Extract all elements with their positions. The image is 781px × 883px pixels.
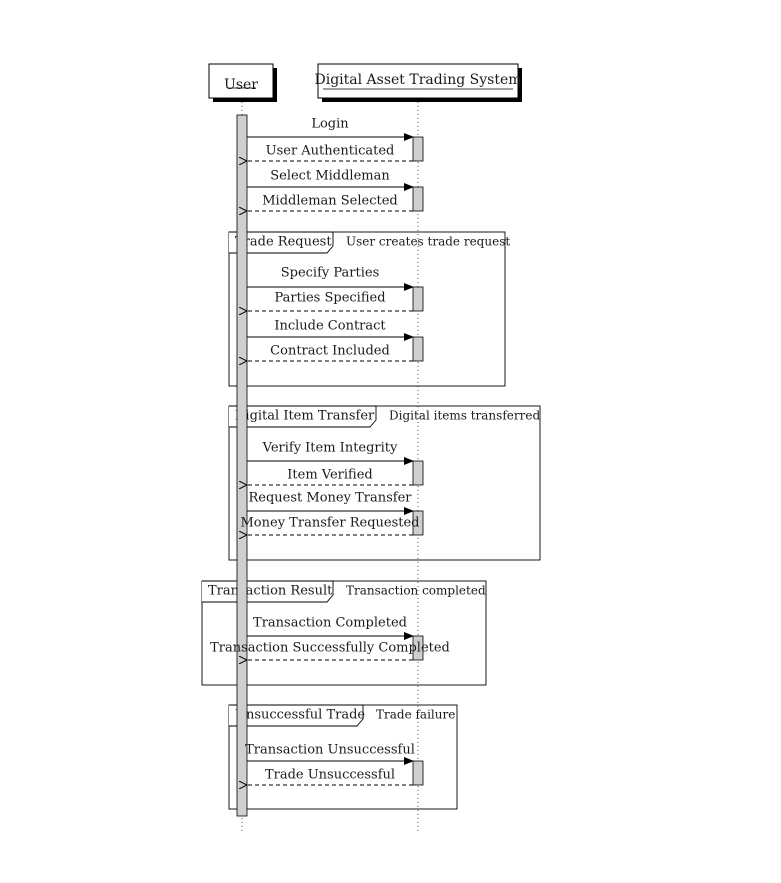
message-trade-unsuccessful: Trade Unsuccessful	[247, 768, 413, 786]
message-request-money-transfer-label: Request Money Transfer	[249, 491, 413, 506]
fragment-digital-item-transfer-title: Digital Item Transfer	[235, 409, 375, 424]
message-contract-included-label: Contract Included	[270, 344, 390, 359]
participant-user-label: User	[224, 77, 258, 93]
message-specify-parties: Specify Parties	[247, 266, 414, 291]
message-user-authenticated-label: User Authenticated	[266, 144, 395, 159]
message-select-middleman: Select Middleman	[247, 169, 414, 191]
system-activation-bar	[412, 336, 424, 362]
message-verify-item-integrity-label: Verify Item Integrity	[262, 441, 398, 456]
system-activation-bar	[412, 186, 424, 212]
message-login: Login	[247, 117, 414, 141]
message-user-authenticated: User Authenticated	[247, 144, 413, 162]
fragment-transaction-result-note: Transaction completed	[346, 584, 486, 598]
fragment-unsuccessful-trade: Unsuccessful Trade Trade failure	[228, 704, 458, 810]
message-middleman-selected-label: Middleman Selected	[262, 194, 398, 209]
message-middleman-selected: Middleman Selected	[247, 194, 413, 212]
participant-user: User	[208, 63, 277, 102]
message-money-transfer-requested: Money Transfer Requested	[241, 516, 420, 536]
system-activation-bar	[412, 286, 424, 312]
fragment-unsuccessful-trade-note: Trade failure	[376, 708, 455, 722]
fragment-digital-item-transfer: Digital Item Transfer Digital items tran…	[228, 405, 541, 561]
user-activation-bar	[236, 114, 248, 817]
participant-system-label: Digital Asset Trading System	[315, 72, 522, 88]
message-transaction-completed: Transaction Completed	[247, 616, 414, 640]
message-contract-included: Contract Included	[247, 344, 413, 362]
message-include-contract: Include Contract	[247, 319, 414, 341]
system-activation-bar	[412, 510, 424, 536]
message-transaction-unsuccessful: Transaction Unsuccessful	[245, 743, 415, 765]
system-activation-bar	[412, 635, 424, 661]
message-transaction-successfully-completed-label: Transaction Successfully Completed	[210, 641, 450, 656]
message-trade-unsuccessful-label: Trade Unsuccessful	[265, 768, 395, 783]
message-login-label: Login	[311, 117, 349, 132]
message-parties-specified: Parties Specified	[247, 291, 413, 312]
message-item-verified-label: Item Verified	[287, 468, 372, 483]
message-include-contract-label: Include Contract	[274, 319, 386, 334]
fragment-trade-request: Trade Request User creates trade request	[228, 231, 510, 387]
message-verify-item-integrity: Verify Item Integrity	[247, 441, 414, 465]
fragment-transaction-result-title: Transaction Result	[208, 584, 333, 599]
system-activation-bar	[412, 136, 424, 162]
fragment-trade-request-title: Trade Request	[235, 235, 332, 250]
message-parties-specified-label: Parties Specified	[274, 291, 385, 306]
message-transaction-successfully-completed: Transaction Successfully Completed	[210, 641, 450, 661]
message-money-transfer-requested-label: Money Transfer Requested	[241, 516, 420, 531]
message-item-verified: Item Verified	[247, 468, 413, 486]
message-transaction-unsuccessful-label: Transaction Unsuccessful	[245, 743, 415, 758]
message-request-money-transfer: Request Money Transfer	[247, 491, 414, 515]
message-transaction-completed-label: Transaction Completed	[253, 616, 407, 631]
participant-system: Digital Asset Trading System	[315, 63, 522, 102]
system-activation-bar	[412, 460, 424, 486]
message-specify-parties-label: Specify Parties	[281, 266, 380, 281]
message-select-middleman-label: Select Middleman	[270, 169, 390, 184]
system-activation-bar	[412, 760, 424, 786]
fragment-digital-item-transfer-note: Digital items transferred	[389, 409, 540, 423]
fragment-trade-request-note: User creates trade request	[346, 235, 510, 249]
fragment-unsuccessful-trade-title: Unsuccessful Trade	[235, 708, 365, 723]
